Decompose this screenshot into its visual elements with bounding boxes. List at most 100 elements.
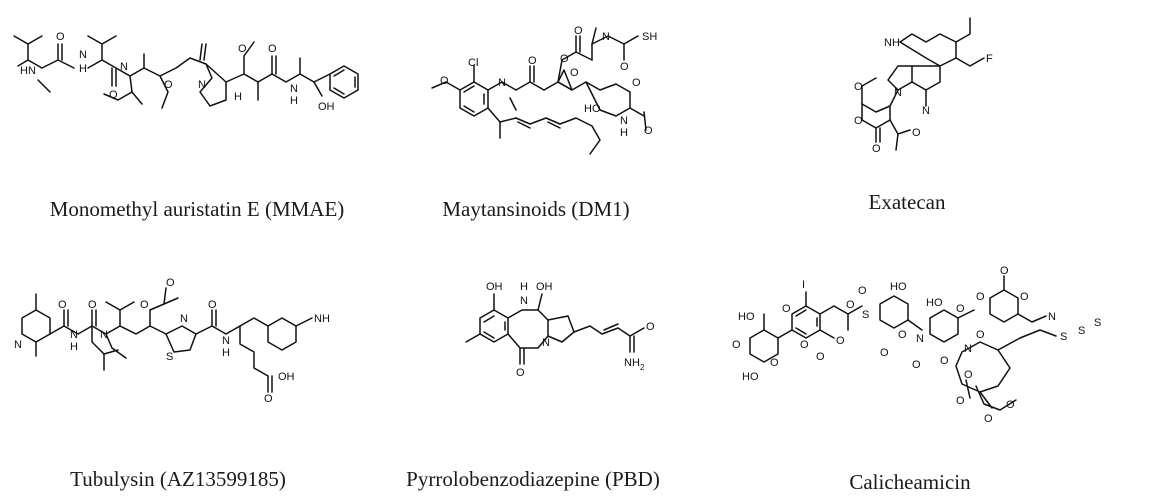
tubulysin-atom-o3: O [140,299,149,311]
cali-atom-o6: O [836,335,845,347]
mmae-atom-o1: O [56,31,65,43]
dm1-atom-o6: O [570,67,579,79]
pbd-atom-sub2: 2 [640,363,645,372]
mmae-atom-h2: H [234,91,242,103]
caption-exatecan: Exatecan [868,190,946,214]
dm1-atom-n3: N [620,115,628,127]
tubulysin-atom-h2: H [222,347,230,359]
exatecan-atom-o4: O [912,127,921,139]
exatecan-atom-o2: O [854,115,863,127]
tubulysin-atom-n4: N [180,313,188,325]
calicheamicin-structure: I HO O O O O O O S O O N O HO O O N O O … [732,265,1101,425]
dm1-atom-ho: HO [584,103,601,115]
dm1-atom-sh: SH [642,31,657,43]
cali-atom-o10: O [976,291,985,303]
cali-atom-o2: O [846,299,855,311]
cali-atom-o3: O [732,339,741,351]
tubulysin-structure: N H N O N O O O S N O N H NH OH O [14,277,330,405]
dm1-atom-o7: O [632,77,641,89]
cali-atom-ho4: HO [890,281,907,293]
cali-atom-o19: O [956,395,965,407]
caption-dm1: Maytansinoids (DM1) [442,197,630,221]
mmae-atom-oh: OH [318,101,335,113]
cali-atom-o17: O [940,355,949,367]
mmae-atom-n1: N [79,49,87,61]
cali-atom-s2: S [1060,331,1067,343]
tubulysin-atom-o2: O [88,299,97,311]
mmae-atom-o2: O [109,89,118,101]
cali-atom-ho2: HO [926,297,943,309]
cali-atom-o13: O [984,413,993,425]
tubulysin-atom-n1: N [14,339,22,351]
pbd-atom-o2: O [646,321,655,333]
cali-atom-s3: S [1078,325,1085,337]
tubulysin-atom-nh: NH [314,313,330,325]
cali-atom-n1: N [916,333,924,345]
mmae-atom-n2: N [120,61,128,73]
mmae-atom-o5: O [268,43,277,55]
cali-atom-o21: O [1020,291,1029,303]
caption-tubulysin: Tubulysin (AZ13599185) [70,467,286,491]
mmae-structure: HN N H O N O O N O H O N H OH [13,31,359,113]
dm1-atom-n2: N [602,31,610,43]
cali-atom-s1: S [862,309,869,321]
exatecan-atom-o3: O [872,143,881,155]
cali-atom-o4: O [770,357,779,369]
pbd-atom-n1: N [520,295,528,307]
pbd-atom-n2: N [542,337,550,349]
tubulysin-atom-o1: O [58,299,67,311]
cali-atom-o14: O [816,351,825,363]
pbd-atom-oh2: OH [536,281,553,293]
mmae-atom-hn: HN [20,65,36,77]
tubulysin-atom-h1: H [70,341,78,353]
cali-atom-o5: O [800,339,809,351]
cali-atom-o12: O [976,329,985,341]
cali-atom-ho1: HO [738,311,755,323]
dm1-atom-o4: O [574,25,583,37]
pbd-atom-o1: O [516,367,525,379]
mmae-atom-n4: N [290,83,298,95]
dm1-atom-o1: O [440,75,449,87]
exatecan-atom-f: F [986,53,993,65]
mmae-atom-o3: O [164,79,173,91]
dm1-atom-n1: N [498,77,506,89]
dm1-atom-h: H [620,127,628,139]
exatecan-atom-o1: O [854,81,863,93]
dm1-atom-o8: O [644,125,653,137]
pbd-atom-oh1: OH [486,281,503,293]
cali-atom-ho3: HO [742,371,759,383]
tubulysin-atom-n5: N [222,335,230,347]
exatecan-atom-n1: N [922,105,930,117]
cali-atom-o20: O [1006,399,1015,411]
cali-atom-o8: O [898,329,907,341]
tubulysin-atom-n3: N [100,329,108,341]
dm1-atom-o5: O [620,61,629,73]
caption-mmae: Monomethyl auristatin E (MMAE) [49,197,345,221]
tubulysin-atom-n2: N [70,329,78,341]
cali-atom-o1: O [782,303,791,315]
exatecan-atom-nh: NH [884,37,900,49]
tubulysin-atom-o5: O [208,299,217,311]
mmae-atom-h1: H [79,63,87,75]
cali-atom-o9: O [956,303,965,315]
pbd-atom-nh: NH [624,357,640,369]
tubulysin-atom-o4: O [166,277,175,289]
tubulysin-atom-o6: O [264,393,273,405]
tubulysin-atom-s: S [166,351,173,363]
caption-pbd: Pyrrolobenzodiazepine (PBD) [406,467,660,491]
dm1-atom-o3: O [560,53,569,65]
exatecan-atom-n2: N [894,87,902,99]
mmae-atom-h3: H [290,95,298,107]
dm1-atom-cl: Cl [468,57,478,69]
cali-atom-o15: O [880,347,889,359]
dm1-structure: Cl O N O O O N SH O HO O O N H O [431,25,657,155]
exatecan-structure: NH F N O N O O O [854,17,993,155]
pbd-atom-h: H [520,281,528,293]
dm1-atom-o2: O [528,55,537,67]
cali-atom-s4: S [1094,317,1101,329]
pbd-structure: OH H N OH N O O NH 2 [465,281,655,379]
mmae-atom-o4: O [238,43,247,55]
caption-calicheamicin: Calicheamicin [849,470,971,494]
cali-atom-n2: N [1048,311,1056,323]
